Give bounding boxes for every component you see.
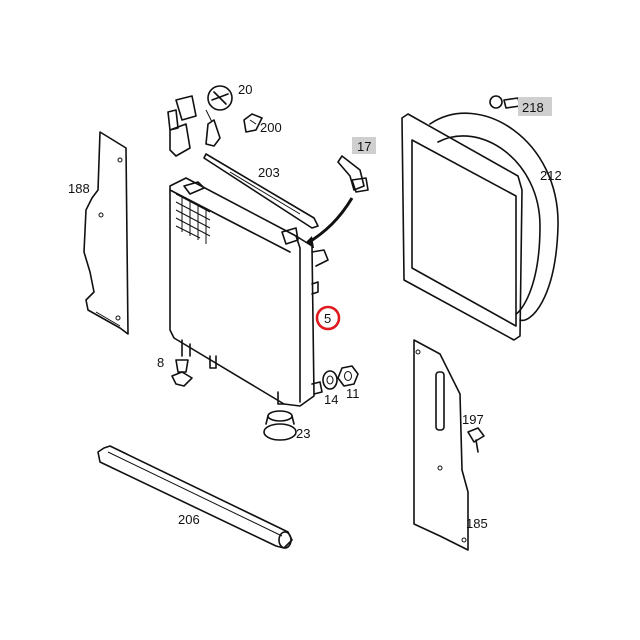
label-212[interactable]: 212: [540, 168, 562, 183]
selected-part-ring: [315, 305, 341, 331]
part-200-clip[interactable]: [243, 113, 263, 133]
label-185[interactable]: 185: [466, 516, 488, 531]
label-218-highlight: [518, 97, 552, 116]
part-23-rubber-mount[interactable]: [263, 410, 297, 441]
part-212-fan-shroud[interactable]: [401, 112, 559, 341]
label-23[interactable]: 23: [296, 426, 310, 441]
label-203[interactable]: 203: [258, 165, 280, 180]
part-197-screw[interactable]: [467, 427, 485, 453]
label-17-highlight: [352, 137, 376, 154]
label-5[interactable]: 5: [324, 311, 331, 326]
label-188[interactable]: 188: [68, 181, 90, 196]
part-188-left-bracket[interactable]: [83, 131, 129, 335]
label-206[interactable]: 206: [178, 512, 200, 527]
part-203-seal-strip[interactable]: [203, 153, 319, 229]
label-218[interactable]: 218: [522, 100, 544, 115]
label-14[interactable]: 14: [324, 392, 338, 407]
part-206-lower-seal[interactable]: [97, 445, 293, 549]
part-185-right-bracket[interactable]: [413, 339, 469, 551]
label-200[interactable]: 200: [260, 120, 282, 135]
label-20[interactable]: 20: [238, 82, 252, 97]
part-8-drain-plug[interactable]: [171, 359, 193, 387]
part-20-clip-assembly[interactable]: [167, 85, 233, 157]
label-17[interactable]: 17: [357, 139, 371, 154]
part-17-hose-fitting[interactable]: [337, 155, 369, 193]
part-218-clip[interactable]: [489, 95, 521, 109]
label-11[interactable]: 11: [346, 386, 360, 401]
label-197[interactable]: 197: [462, 412, 484, 427]
part-14-washer[interactable]: [322, 370, 338, 390]
label-8[interactable]: 8: [157, 355, 164, 370]
part-5-radiator[interactable]: [169, 177, 329, 407]
part-11-nut[interactable]: [337, 365, 359, 387]
